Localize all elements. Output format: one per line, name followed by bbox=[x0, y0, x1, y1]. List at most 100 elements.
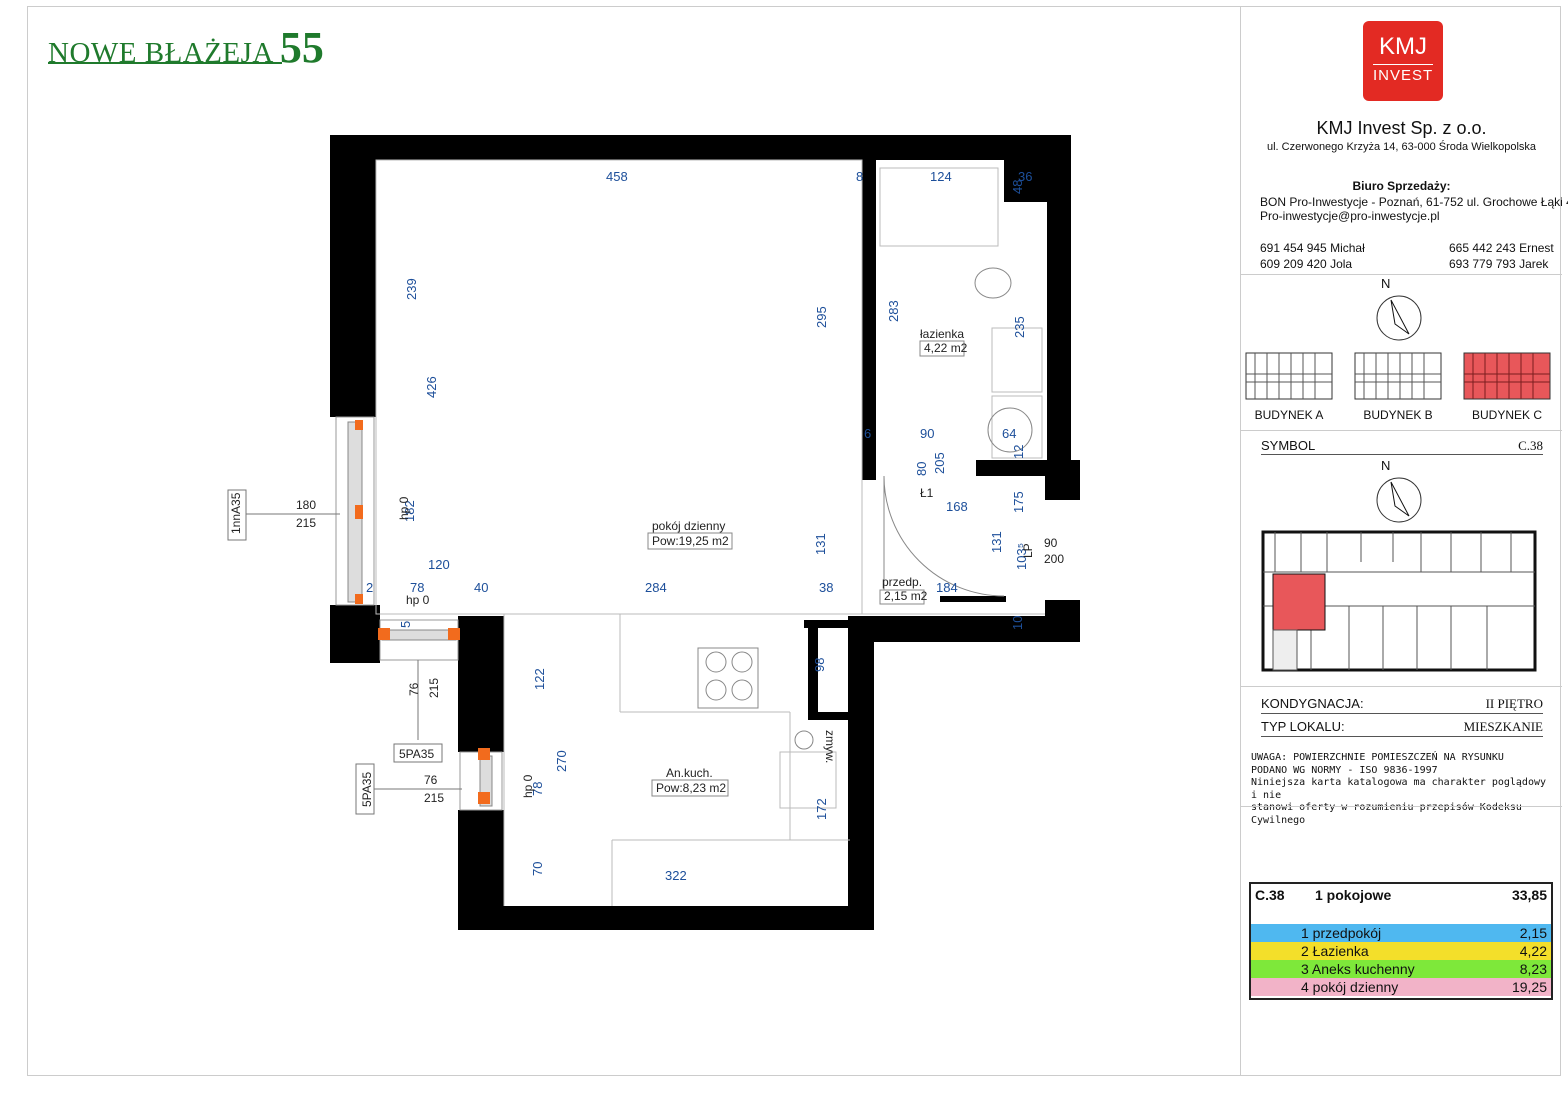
dim-120: 120 bbox=[428, 557, 450, 572]
summary-row: 1 przedpokój 2,15 bbox=[1251, 924, 1551, 942]
dim-10: 10 bbox=[1010, 616, 1025, 630]
kmj-logo: KMJ INVEST bbox=[1363, 21, 1443, 101]
dim-172: 172 bbox=[814, 798, 829, 820]
dim-426: 426 bbox=[424, 376, 439, 398]
phone-ernest: 665 442 243 Ernest bbox=[1449, 241, 1554, 255]
dim-36: 36 bbox=[1018, 169, 1032, 184]
room-living-name: pokój dzienny bbox=[652, 519, 725, 533]
dim-122: 122 bbox=[532, 668, 547, 690]
dim-184: 184 bbox=[936, 580, 958, 595]
plan-walls bbox=[330, 135, 1080, 930]
key-plan bbox=[1261, 530, 1537, 672]
window-height-2a: 76 bbox=[407, 682, 421, 696]
dim-131-right: 131 bbox=[989, 531, 1004, 553]
dim-175: 175 bbox=[1011, 491, 1026, 513]
dim-12: 12 bbox=[1011, 445, 1026, 459]
dim-90: 90 bbox=[920, 426, 934, 441]
building-b-thumbnail bbox=[1354, 352, 1442, 400]
floor-row: KONDYGNACJA: II PIĘTRO bbox=[1261, 696, 1543, 714]
dim-38: 38 bbox=[819, 580, 833, 595]
dim-8: 8 bbox=[856, 169, 863, 184]
building-a-thumbnail bbox=[1245, 352, 1333, 400]
logo-line1: KMJ bbox=[1379, 33, 1427, 60]
dim-2: 2 bbox=[366, 580, 373, 595]
phone-jola: 609 209 420 Jola bbox=[1260, 257, 1353, 271]
building-b-label: BUDYNEK B bbox=[1363, 408, 1433, 422]
summary-row: 4 pokój dzienny 19,25 bbox=[1251, 978, 1551, 996]
label-zmyw: zmyw. bbox=[823, 730, 837, 763]
door-height-b: 200 bbox=[1044, 552, 1064, 566]
unit-type-label: TYP LOKALU: bbox=[1261, 719, 1345, 734]
dim-131-left: 131 bbox=[813, 533, 828, 555]
sales-email: Pro-inwestycje@pro-inwestycje.pl bbox=[1260, 209, 1440, 223]
company-address: ul. Czerwonego Krzyża 14, 63-000 Środa W… bbox=[1266, 141, 1537, 153]
floor-value: II PIĘTRO bbox=[1485, 696, 1543, 711]
label-l1: Ł1 bbox=[920, 486, 934, 500]
label-hp0-1: hp 0 bbox=[406, 593, 430, 607]
floor-label: KONDYGNACJA: bbox=[1261, 696, 1364, 711]
fixtures bbox=[697, 267, 1033, 750]
company-name: KMJ Invest Sp. z o.o. bbox=[1316, 118, 1487, 138]
unit-type-value: MIESZKANIE bbox=[1463, 719, 1543, 734]
sales-heading: Biuro Sprzedaży: bbox=[1352, 179, 1451, 193]
room-living-area: Pow:19,25 m2 bbox=[652, 534, 729, 548]
dim-124: 124 bbox=[930, 169, 952, 184]
summary-symbol: C.38 bbox=[1255, 887, 1285, 903]
floor-plan: 458 8 124 36 48 239 426 295 283 235 90 6… bbox=[227, 135, 1080, 930]
dim-40: 40 bbox=[474, 580, 488, 595]
dim-458: 458 bbox=[606, 169, 628, 184]
window-height-3b: 215 bbox=[424, 791, 444, 805]
sheet-frame bbox=[27, 6, 1561, 1076]
summary-table: C.38 1 pokojowe 33,85 1 przedpokój 2,15 … bbox=[1249, 882, 1553, 1000]
dim-284: 284 bbox=[645, 580, 667, 595]
dim-78: 78 bbox=[410, 580, 424, 595]
window-height-2b: 215 bbox=[427, 678, 441, 698]
window-west bbox=[335, 416, 375, 606]
room-hall-name: przedp. bbox=[882, 575, 922, 589]
dim-64: 64 bbox=[1002, 426, 1016, 441]
label-hp0-3: hp 0 bbox=[521, 774, 535, 798]
window-south-1 bbox=[378, 619, 460, 661]
label-hp0-2: hp 0 bbox=[397, 496, 411, 520]
room-bath-name: łazienka bbox=[920, 327, 964, 341]
window-kitchen bbox=[459, 748, 503, 811]
phone-jarek: 693 779 793 Jarek bbox=[1449, 257, 1549, 271]
logo-line2: INVEST bbox=[1373, 64, 1433, 84]
brand-underline bbox=[48, 62, 282, 64]
divider bbox=[1241, 274, 1562, 275]
symbol-label: SYMBOL bbox=[1261, 438, 1316, 453]
building-a-label: BUDYNEK A bbox=[1254, 408, 1324, 422]
building-c-label: BUDYNEK C bbox=[1471, 408, 1542, 422]
dim-168: 168 bbox=[946, 499, 968, 514]
room-kitchen-area: Pow:8,23 m2 bbox=[656, 781, 726, 795]
window-height-1a: 180 bbox=[296, 498, 316, 512]
symbol-row: SYMBOL C.38 bbox=[1261, 438, 1543, 455]
dim-235: 235 bbox=[1012, 316, 1027, 338]
window-code-1: 1nnA35 bbox=[229, 492, 243, 534]
door-height-a: 90 bbox=[1044, 536, 1058, 550]
compass-icon bbox=[1376, 295, 1422, 341]
room-hall-area: 2,15 m2 bbox=[884, 589, 928, 603]
room-bath-area: 4,22 m2 bbox=[924, 341, 968, 355]
compass-north-label: N bbox=[1381, 276, 1391, 291]
dim-78-kitchen: 78 bbox=[530, 782, 545, 796]
symbol-value: C.38 bbox=[1518, 438, 1543, 453]
dim-98: 98 bbox=[812, 658, 827, 672]
label-lp: LP bbox=[1021, 543, 1035, 558]
brand-number: 55 bbox=[279, 23, 324, 72]
summary-total: 33,85 bbox=[1511, 887, 1547, 903]
building-c-thumbnail bbox=[1463, 352, 1551, 400]
dim-5: 5 bbox=[398, 621, 413, 628]
dim-6: 6 bbox=[864, 426, 871, 441]
summary-row: 3 Aneks kuchenny 8,23 bbox=[1251, 960, 1551, 978]
summary-row: 2 Łazienka 4,22 bbox=[1251, 942, 1551, 960]
summary-type: 1 pokojowe bbox=[1315, 887, 1392, 903]
unit-type-row: TYP LOKALU: MIESZKANIE bbox=[1261, 719, 1543, 737]
dim-283: 283 bbox=[886, 300, 901, 322]
window-height-1b: 215 bbox=[296, 516, 316, 530]
dim-80: 80 bbox=[914, 462, 929, 476]
dim-295: 295 bbox=[814, 306, 829, 328]
dim-270: 270 bbox=[554, 750, 569, 772]
summary-header: C.38 1 pokojowe 33,85 bbox=[1251, 884, 1551, 922]
